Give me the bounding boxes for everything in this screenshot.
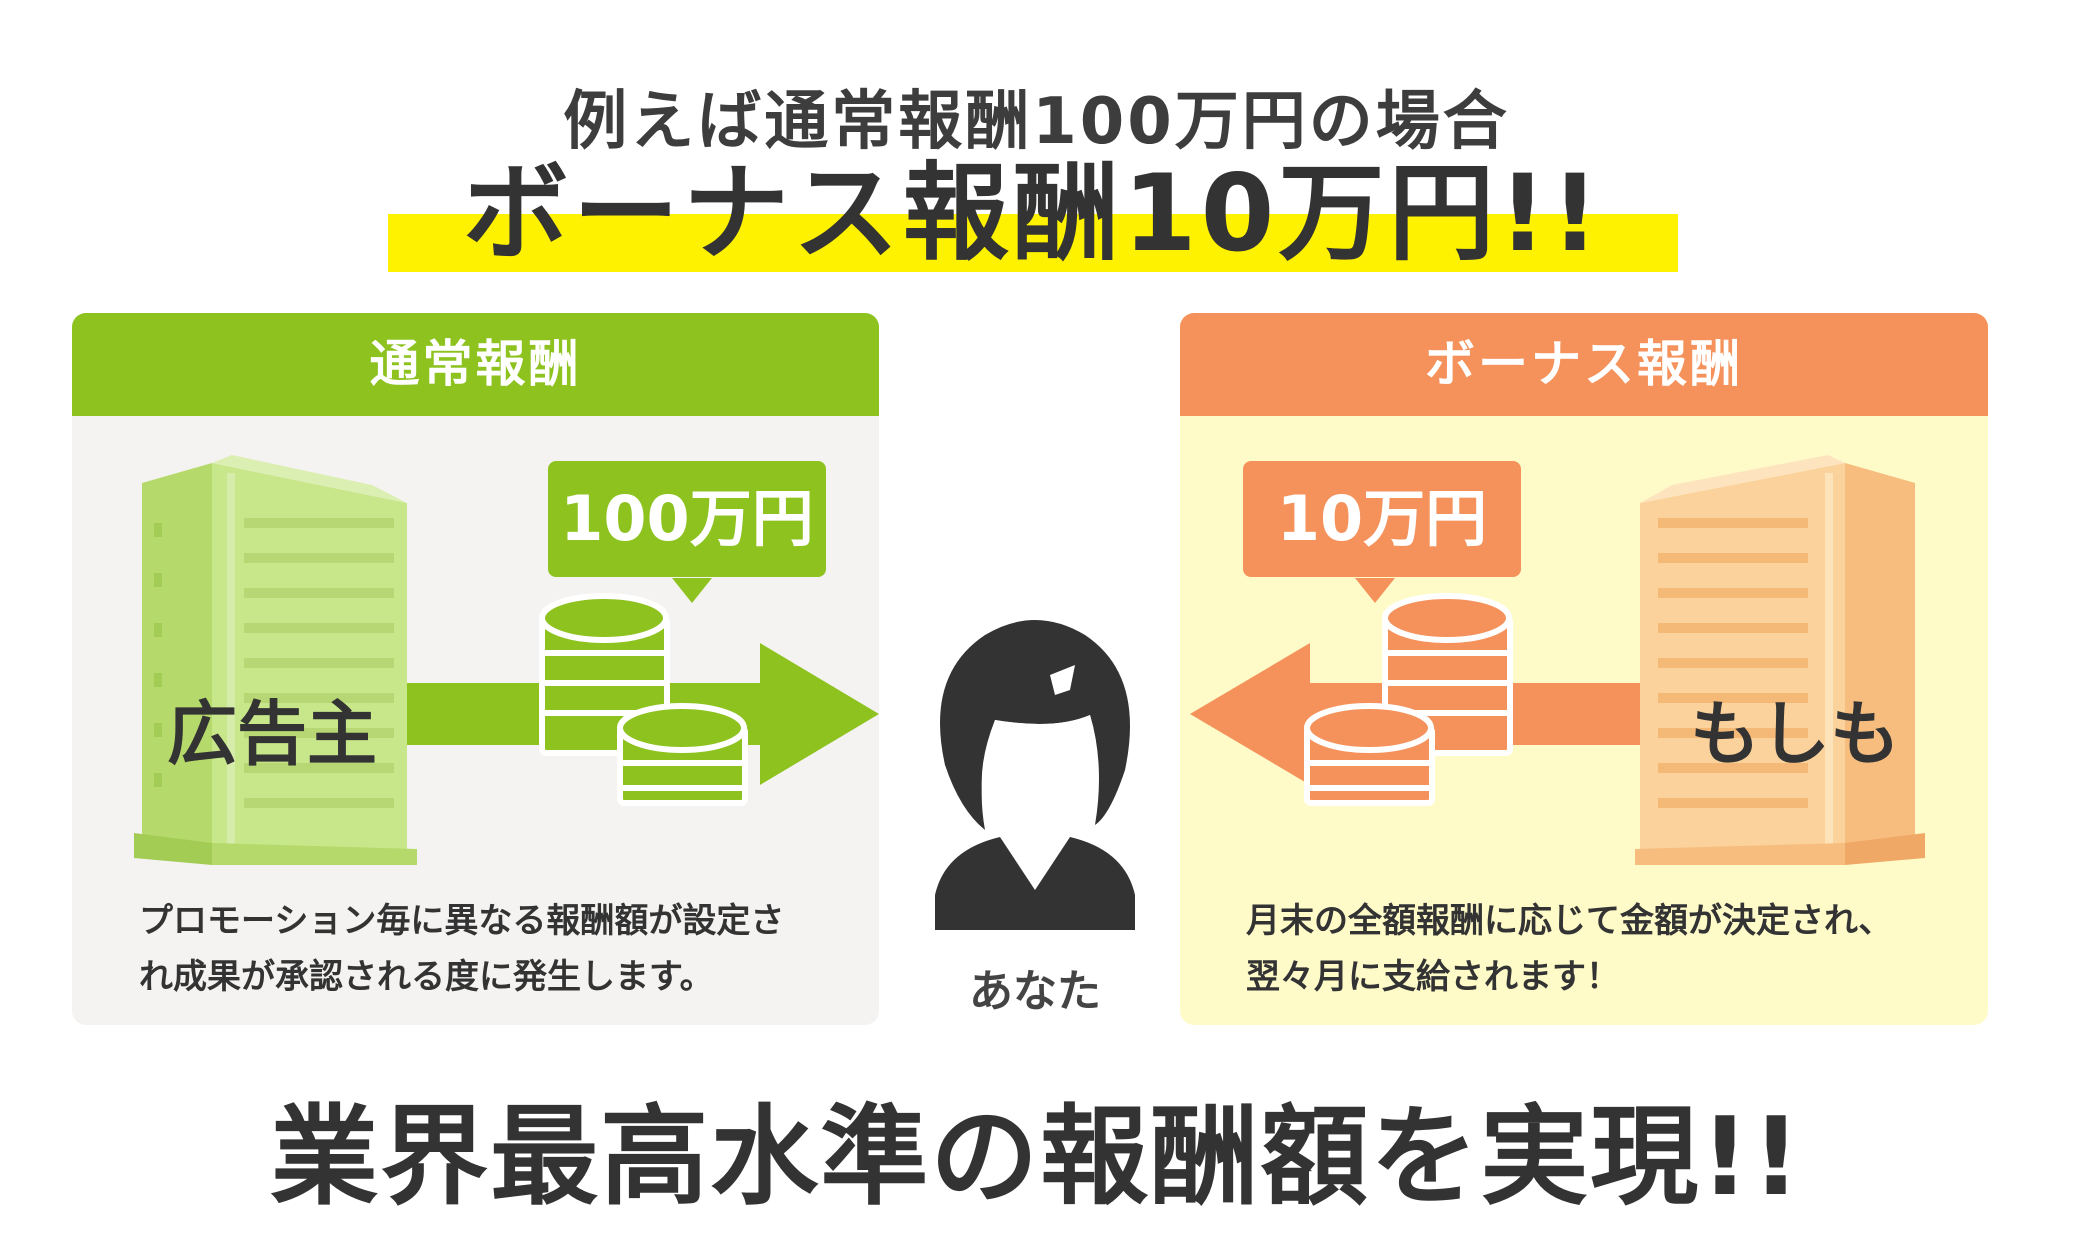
normal-reward-header: 通常報酬 <box>72 313 879 416</box>
normal-coin-stack-icon <box>539 593 748 806</box>
headline-title: ボーナス報酬10万円!! <box>388 150 1678 278</box>
normal-amount-bubble: 100万円 <box>548 461 826 577</box>
amount-bubble-pointer-icon <box>672 578 712 603</box>
moshimo-building-icon <box>1635 455 1925 865</box>
footer-tagline: 業界最高水準の報酬額を実現!! <box>270 1095 1803 1220</box>
headline-subtitle: 例えば通常報酬100万円の場合 <box>563 85 1510 159</box>
bonus-coin-stack-icon <box>1304 593 1513 806</box>
bonus-reward-illustration <box>1190 455 1925 865</box>
normal-reward-description: プロモーション毎に異なる報酬額が設定さ れ成果が承認される度に発生します。 <box>139 901 785 997</box>
bonus-reward-panel: ボーナス報酬 <box>1180 313 1988 1025</box>
bonus-bubble-pointer-icon <box>1355 578 1395 603</box>
moshimo-label: もしも <box>1690 693 1900 775</box>
bonus-reward-description: 月末の全額報酬に応じて金額が決定され、 翌々月に支給されます！ <box>1246 901 1893 997</box>
bonus-amount-bubble: 10万円 <box>1243 461 1521 577</box>
normal-reward-panel: 通常報酬 <box>72 313 879 1025</box>
advertiser-building-icon <box>134 455 417 865</box>
advertiser-label: 広告主 <box>167 693 377 775</box>
person-icon <box>935 620 1135 930</box>
recipient-label: あなた <box>969 966 1101 1017</box>
normal-reward-illustration <box>134 455 879 865</box>
bonus-reward-header: ボーナス報酬 <box>1180 313 1988 416</box>
